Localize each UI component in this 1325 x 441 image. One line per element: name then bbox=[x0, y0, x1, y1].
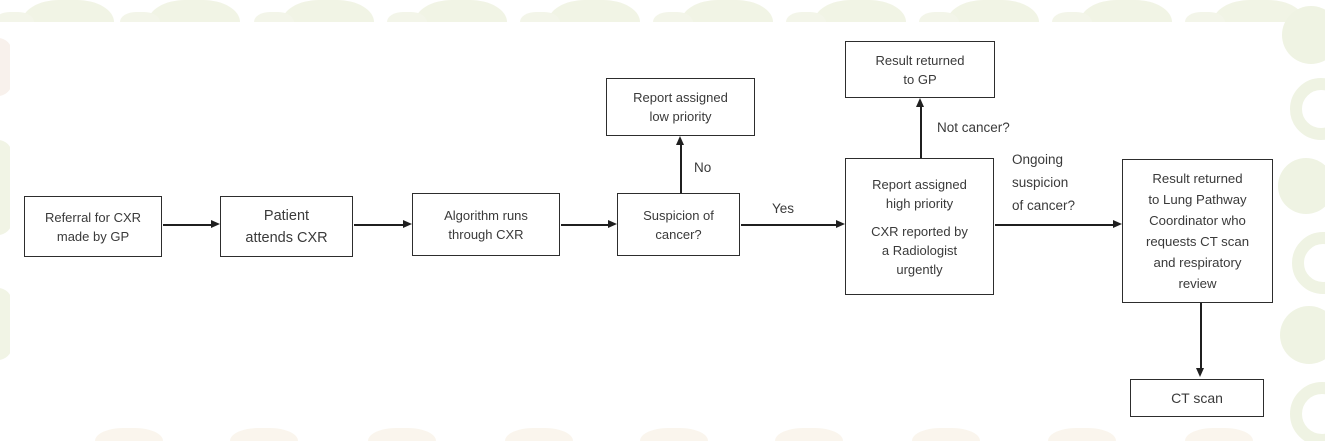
cloud-shape bbox=[919, 0, 1039, 22]
node-result-gp-text: to GP bbox=[903, 71, 937, 87]
ring-shape bbox=[1278, 158, 1325, 214]
cloud-shape bbox=[0, 0, 114, 22]
cloud-shape bbox=[775, 428, 843, 441]
arrowhead-right-icon bbox=[211, 220, 220, 228]
cloud-shape bbox=[1185, 428, 1253, 441]
blob-shape bbox=[0, 140, 12, 235]
node-lung-pathway-text: and respiratory bbox=[1153, 255, 1242, 270]
cloud-shape bbox=[505, 428, 573, 441]
cloud-shape bbox=[520, 0, 640, 22]
cloud-shape bbox=[368, 428, 436, 441]
arrow-patient-to-algorithm bbox=[354, 224, 403, 226]
arrowhead-right-icon bbox=[1113, 220, 1122, 228]
node-referral-text: made by GP bbox=[56, 228, 130, 244]
ring-shape bbox=[1290, 382, 1325, 441]
edge-label-ongoing-suspicion: Ongoing suspicion of cancer? bbox=[1012, 148, 1107, 217]
edge-label-ongoing-line: Ongoing bbox=[1012, 152, 1064, 167]
ring-shape bbox=[1290, 78, 1325, 140]
node-high-priority-text: urgently bbox=[896, 261, 943, 277]
node-high-priority-text: high priority bbox=[885, 195, 954, 211]
cloud-shape bbox=[1185, 0, 1305, 22]
arrowhead-up-icon bbox=[676, 136, 684, 145]
cloud-shape bbox=[387, 0, 507, 22]
ring-shape bbox=[1292, 232, 1325, 294]
edge-label-ongoing-line: suspicion bbox=[1012, 175, 1069, 190]
arrow-suspicion-to-high-priority bbox=[741, 224, 836, 226]
node-patient-text: Patient bbox=[263, 207, 310, 224]
arrow-high-priority-to-result-gp bbox=[920, 107, 922, 158]
node-result-gp-text: Result returned bbox=[875, 52, 965, 68]
arrowhead-down-icon bbox=[1196, 368, 1204, 377]
node-high-priority: Report assigned high priority CXR report… bbox=[845, 158, 994, 295]
node-low-priority: Report assigned low priority bbox=[606, 78, 755, 136]
arrow-algorithm-to-suspicion bbox=[561, 224, 608, 226]
node-high-priority-text: Report assigned bbox=[872, 176, 967, 192]
arrow-lung-pathway-to-ct-scan bbox=[1200, 303, 1202, 368]
blob-shape bbox=[0, 38, 12, 96]
arrow-suspicion-to-low-priority bbox=[680, 145, 682, 193]
blob-shape bbox=[0, 288, 12, 360]
node-suspicion-text: cancer? bbox=[655, 226, 702, 242]
node-lung-pathway-text: Result returned bbox=[1152, 171, 1243, 186]
cloud-shape bbox=[95, 428, 163, 441]
cloud-shape bbox=[1048, 428, 1116, 441]
node-lung-pathway-text: review bbox=[1178, 276, 1217, 291]
node-patient: Patient attends CXR bbox=[220, 196, 353, 257]
cloud-shape bbox=[640, 428, 708, 441]
arrowhead-up-icon bbox=[916, 98, 924, 107]
node-referral-text: Referral for CXR bbox=[44, 209, 142, 225]
node-low-priority-text: Report assigned bbox=[633, 90, 728, 105]
edge-label-ongoing-line: of cancer? bbox=[1012, 198, 1076, 213]
node-lung-pathway-text: requests CT scan bbox=[1145, 234, 1250, 249]
node-suspicion-text: Suspicion of bbox=[643, 207, 714, 223]
cloud-shape bbox=[230, 428, 298, 441]
arrow-referral-to-patient bbox=[163, 224, 211, 226]
node-algorithm: Algorithm runs through CXR bbox=[412, 193, 560, 256]
edge-label-no: No bbox=[694, 160, 712, 175]
cloud-shape bbox=[786, 0, 906, 22]
node-referral: Referral for CXR made by GP bbox=[24, 196, 162, 257]
node-low-priority-text: low priority bbox=[649, 109, 712, 124]
arrow-high-priority-to-lung-pathway bbox=[995, 224, 1113, 226]
node-lung-pathway-text: Coordinator who bbox=[1149, 213, 1246, 228]
node-lung-pathway-text: to Lung Pathway bbox=[1148, 192, 1247, 207]
edge-label-yes: Yes bbox=[772, 201, 795, 216]
node-high-priority-text: CXR reported by bbox=[871, 223, 968, 239]
node-ct-scan-text: CT scan bbox=[1171, 389, 1223, 406]
node-high-priority-text bbox=[846, 213, 993, 222]
node-ct-scan: CT scan bbox=[1130, 379, 1264, 417]
cloud-shape bbox=[254, 0, 374, 22]
node-suspicion: Suspicion of cancer? bbox=[617, 193, 740, 256]
arrowhead-right-icon bbox=[836, 220, 845, 228]
cloud-shape bbox=[120, 0, 240, 22]
ring-shape bbox=[1280, 306, 1325, 364]
node-algorithm-text: Algorithm runs bbox=[444, 207, 528, 223]
cloud-shape bbox=[1052, 0, 1172, 22]
edge-label-not-cancer: Not cancer? bbox=[937, 120, 1010, 135]
ring-shape bbox=[1282, 6, 1325, 64]
node-algorithm-text: through CXR bbox=[448, 226, 524, 242]
node-lung-pathway: Result returned to Lung Pathway Coordina… bbox=[1122, 159, 1273, 303]
node-result-gp: Result returned to GP bbox=[845, 41, 995, 98]
arrowhead-right-icon bbox=[608, 220, 617, 228]
node-high-priority-text: a Radiologist bbox=[881, 242, 958, 258]
cloud-shape bbox=[912, 428, 980, 441]
cloud-shape bbox=[653, 0, 773, 22]
node-patient-text: attends CXR bbox=[245, 229, 328, 246]
arrowhead-right-icon bbox=[403, 220, 412, 228]
